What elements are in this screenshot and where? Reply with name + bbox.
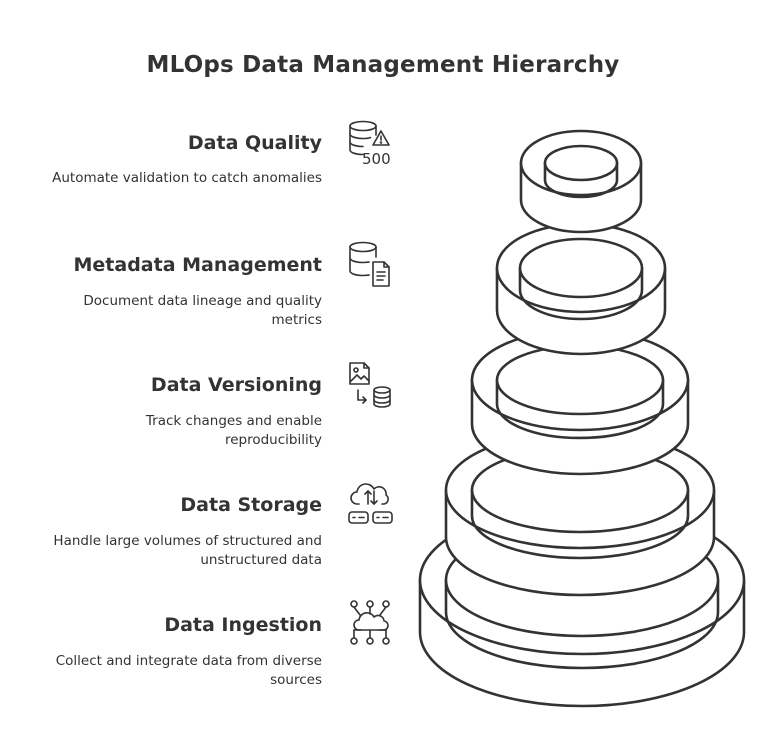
ring-data-quality xyxy=(519,129,643,234)
level-title: Data Storage xyxy=(180,494,322,516)
level-title: Data Quality xyxy=(187,132,322,154)
database-warning-icon: 500 xyxy=(346,118,398,170)
cloud-network-icon xyxy=(346,598,398,650)
level-description: Document data lineage and quality metric… xyxy=(83,293,322,328)
level-data-quality: Data Quality Automate validation to catc… xyxy=(12,130,322,188)
ring-data-ingestion xyxy=(418,504,746,708)
diagram-title: MLOps Data Management Hierarchy xyxy=(146,52,620,78)
level-description: Track changes and enable reproducibility xyxy=(145,413,322,448)
level-data-versioning: Data Versioning Track changes and enable… xyxy=(2,372,322,450)
level-title: Data Ingestion xyxy=(164,614,322,636)
level-data-ingestion: Data Ingestion Collect and integrate dat… xyxy=(2,612,322,690)
level-description: Handle large volumes of structured and u… xyxy=(53,533,322,568)
ring-data-storage xyxy=(444,430,716,597)
level-description: Automate validation to catch anomalies xyxy=(52,170,322,186)
database-document-icon xyxy=(346,238,398,290)
ring-data-versioning xyxy=(470,328,690,476)
level-title: Metadata Management xyxy=(73,254,323,276)
ring-metadata-management xyxy=(495,222,667,356)
image-to-database-icon xyxy=(346,360,398,412)
cloud-storage-icon xyxy=(346,480,398,532)
level-title: Data Versioning xyxy=(150,374,322,396)
level-description: Collect and integrate data from diverse … xyxy=(55,653,322,688)
icon-badge: 500 xyxy=(362,150,391,168)
level-data-storage: Data Storage Handle large volumes of str… xyxy=(2,492,322,570)
level-metadata-management: Metadata Management Document data lineag… xyxy=(2,252,323,330)
